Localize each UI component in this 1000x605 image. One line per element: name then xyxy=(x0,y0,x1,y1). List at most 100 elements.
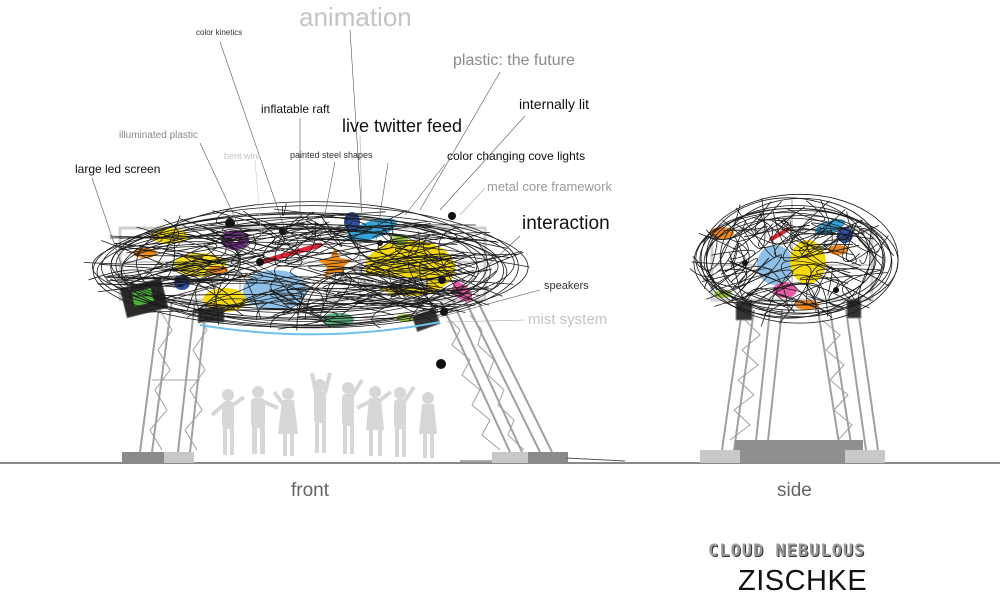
wire-stroke xyxy=(133,228,242,256)
side-wire-tangle xyxy=(689,193,899,327)
wire-stroke xyxy=(377,232,491,276)
label-color-changing-cove-lights: color changing cove lights xyxy=(447,149,586,163)
wire-stroke xyxy=(857,227,895,257)
wire-stroke xyxy=(705,201,772,240)
wire-stroke xyxy=(281,203,287,217)
wire-stroke xyxy=(153,266,243,316)
wire-loop xyxy=(96,223,508,320)
side-left-leg xyxy=(721,309,783,451)
wire-stroke xyxy=(735,207,777,258)
front-left-leg xyxy=(139,299,208,453)
wire-stroke xyxy=(342,268,490,322)
front-base-4 xyxy=(528,452,568,463)
wire-stroke xyxy=(835,235,857,265)
wire-stroke xyxy=(701,268,773,300)
crowd-silhouettes xyxy=(210,372,437,458)
wire-stroke xyxy=(417,287,489,311)
side-base-platform xyxy=(735,440,863,463)
wire-loop xyxy=(136,201,488,326)
wire-stroke xyxy=(298,222,454,279)
wire-stroke xyxy=(691,232,746,264)
wire-stroke xyxy=(135,210,298,257)
wire-loop xyxy=(703,217,875,306)
label-metal-core-framework: metal core framework xyxy=(487,179,612,194)
wire-loop xyxy=(92,213,504,328)
wire-stroke xyxy=(407,237,499,312)
wire-stroke xyxy=(110,215,181,284)
front-base-3 xyxy=(492,452,528,463)
side-right-leg xyxy=(817,309,879,451)
brand-title: CLOUD NEBULOUS xyxy=(708,541,866,561)
wire-stroke xyxy=(296,272,435,331)
wire-stroke xyxy=(266,297,445,319)
wire-stroke xyxy=(115,254,265,279)
wire-stroke xyxy=(180,218,360,262)
wire-stroke xyxy=(781,224,862,231)
wire-stroke xyxy=(724,300,820,316)
wire-stroke xyxy=(731,257,769,302)
wire-stroke xyxy=(336,280,465,295)
wire-stroke xyxy=(320,269,408,316)
wire-stroke xyxy=(760,263,858,327)
label-color-kinetics: color kinetics xyxy=(196,28,243,37)
wire-stroke xyxy=(218,221,428,241)
wire-stroke xyxy=(215,207,348,227)
wire-loop xyxy=(120,227,479,314)
wire-stroke xyxy=(282,215,348,242)
wire-stroke xyxy=(744,219,790,238)
front-base-2 xyxy=(164,452,194,463)
wire-stroke xyxy=(308,265,441,289)
wire-stroke xyxy=(101,240,216,289)
view-label-side: side xyxy=(777,480,812,501)
wire-stroke xyxy=(774,221,865,235)
wire-stroke xyxy=(304,273,456,319)
wire-stroke xyxy=(780,218,874,240)
wire-stroke xyxy=(808,296,843,308)
wire-stroke xyxy=(389,279,514,302)
wire-stroke xyxy=(263,211,475,267)
wire-stroke xyxy=(113,242,258,287)
wire-stroke xyxy=(717,269,746,284)
label-inflatable-raft: inflatable raft xyxy=(261,102,330,116)
label-large-led-screen: large led screen xyxy=(75,162,161,176)
wire-stroke xyxy=(780,260,851,319)
wire-stroke xyxy=(172,234,227,278)
wire-stroke xyxy=(403,255,441,288)
wire-stroke xyxy=(163,278,310,309)
wire-stroke xyxy=(290,242,433,290)
wire-stroke xyxy=(250,221,394,251)
wire-stroke xyxy=(722,219,749,260)
wire-stroke xyxy=(828,276,852,309)
wire-stroke xyxy=(746,288,795,313)
wire-stroke xyxy=(799,266,888,280)
wire-stroke xyxy=(231,223,319,233)
wire-stroke xyxy=(711,250,756,272)
wire-loop xyxy=(720,215,885,306)
ticker-text: WE'RE THESE LIMIT • SOME ON xyxy=(340,277,417,288)
wire-stroke xyxy=(763,279,839,315)
label-internally-lit: internally lit xyxy=(519,96,590,112)
wire-stroke xyxy=(801,208,846,257)
view-label-front: front xyxy=(291,480,330,501)
side-view-structure xyxy=(689,193,899,463)
label-interaction: interaction xyxy=(522,213,610,234)
front-right-leg xyxy=(439,299,553,453)
wire-stroke xyxy=(714,236,747,288)
wire-stroke xyxy=(270,276,423,315)
wire-stroke xyxy=(438,226,461,294)
front-view-structure: WE'RE THESE LIMIT • SOME ON xyxy=(83,201,626,463)
wire-stroke xyxy=(97,279,303,321)
wire-stroke xyxy=(702,234,718,289)
wire-stroke xyxy=(195,272,369,316)
front-base-1 xyxy=(122,452,164,463)
wire-stroke xyxy=(274,222,353,267)
wire-stroke xyxy=(129,294,303,311)
wire-stroke xyxy=(322,257,465,272)
wire-stroke xyxy=(165,233,239,263)
wire-stroke xyxy=(122,241,217,286)
wire-loop xyxy=(700,193,899,324)
wire-stroke xyxy=(806,226,862,283)
wire-stroke xyxy=(281,224,436,259)
